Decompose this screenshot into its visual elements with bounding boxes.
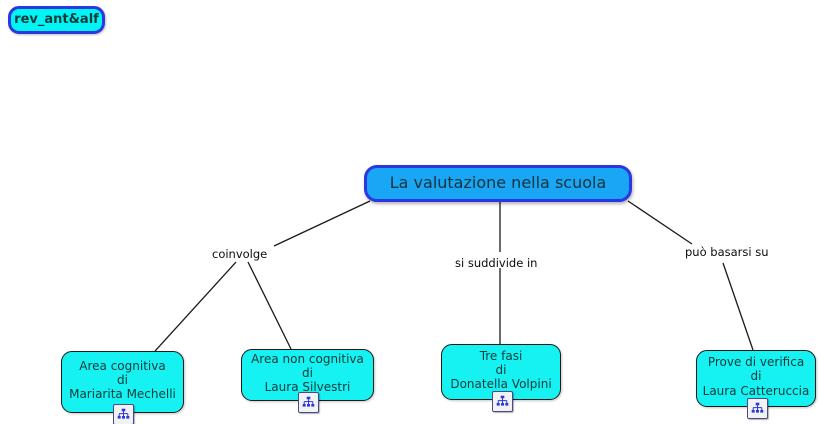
- hierarchy-icon[interactable]: [113, 404, 134, 424]
- edge-coinvolge-to-area-non-cognitiva: [247, 261, 292, 350]
- concept-label-area-non-cognitiva: Area non cognitiva di Laura Silvestri: [251, 351, 364, 395]
- hierarchy-icon[interactable]: [747, 398, 768, 419]
- central-concept-node[interactable]: La valutazione nella scuola: [364, 165, 632, 202]
- central-concept-label: La valutazione nella scuola: [389, 173, 607, 193]
- link-phrase-coinvolge[interactable]: coinvolge: [212, 247, 268, 261]
- edge-puo-basarsi-su-to-prove-di-verifica: [722, 262, 754, 351]
- link-phrase-si-suddivide-in[interactable]: si suddivide in: [455, 256, 538, 270]
- map-title-node[interactable]: rev_ant&alf: [8, 6, 105, 34]
- hierarchy-icon[interactable]: [298, 392, 319, 413]
- hierarchy-icon[interactable]: [492, 391, 513, 412]
- map-title-label: rev_ant&alf: [14, 12, 99, 28]
- concept-label-prove-di-verifica: Prove di verifica di Laura Catteruccia: [702, 355, 810, 398]
- edge-central-to-coinvolge: [273, 200, 371, 247]
- concept-node-area-non-cognitiva[interactable]: Area non cognitiva di Laura Silvestri: [241, 349, 374, 413]
- edge-central-to-puo-basarsi-su: [627, 200, 693, 245]
- edge-coinvolge-to-area-cognitiva: [154, 261, 237, 352]
- concept-label-area-cognitiva: Area cognitiva di Mariarita Mechelli: [69, 358, 176, 402]
- link-phrase-puo-basarsi-su[interactable]: può basarsi su: [685, 245, 769, 259]
- concept-node-prove-di-verifica[interactable]: Prove di verifica di Laura Catteruccia: [696, 350, 816, 419]
- concept-node-tre-fasi[interactable]: Tre fasi di Donatella Volpini: [441, 344, 561, 412]
- concept-node-area-cognitiva[interactable]: Area cognitiva di Mariarita Mechelli: [61, 351, 184, 424]
- concept-label-tre-fasi: Tre fasi di Donatella Volpini: [450, 348, 552, 392]
